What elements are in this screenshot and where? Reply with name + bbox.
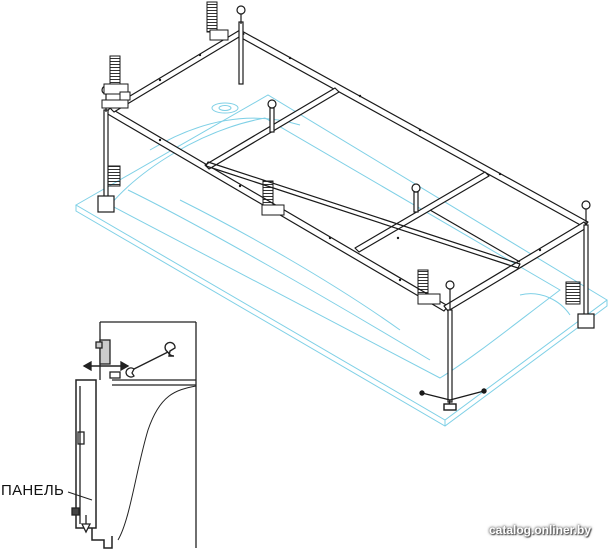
down-arrow — [80, 523, 92, 534]
watermark: catalog.onliner.by — [488, 523, 591, 537]
leg-back-right — [583, 224, 589, 318]
support-frame — [105, 29, 589, 312]
detail-inset — [67, 321, 197, 549]
bracket-side-left — [107, 165, 121, 187]
leg-front-left — [103, 109, 109, 201]
wrench-icon — [131, 341, 176, 371]
screw-icon — [71, 507, 80, 516]
bracket-front-left-top — [109, 55, 121, 85]
leg-center — [269, 107, 275, 133]
frame-legs — [97, 5, 595, 403]
inset-panel — [75, 379, 97, 529]
frame-rivets — [158, 53, 542, 282]
tripod-foot — [419, 388, 487, 411]
frame-crossbar-2 — [354, 171, 490, 253]
frame-rail-center — [205, 161, 521, 269]
panel-label: ПАНЕЛЬ — [1, 482, 65, 499]
bracket-back-left — [206, 1, 218, 33]
bathtub-outline — [75, 94, 608, 427]
frame-rail-left — [109, 29, 245, 113]
frame-rail-back — [235, 29, 589, 228]
inset-tub-wall — [117, 385, 197, 541]
leg-front-right — [447, 309, 453, 403]
leg-back-left — [238, 21, 244, 85]
bracket-side-right — [565, 281, 581, 305]
mounting-brackets — [101, 1, 581, 305]
